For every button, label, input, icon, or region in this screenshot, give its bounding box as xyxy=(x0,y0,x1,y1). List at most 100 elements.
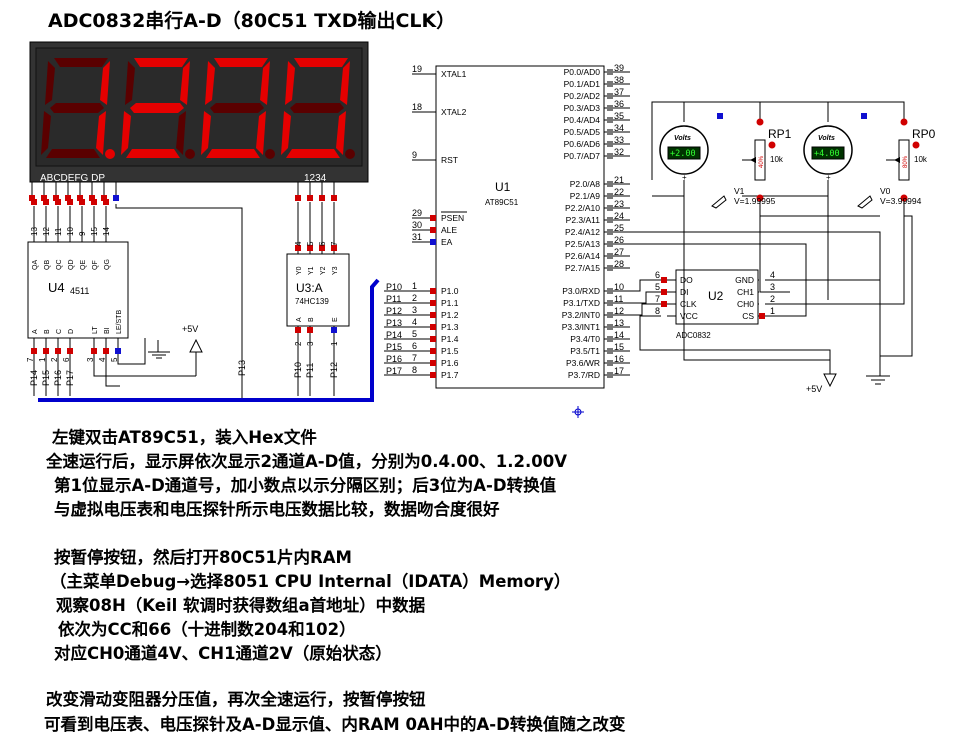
pin-name: P2.1/A9 xyxy=(570,191,601,201)
pin-name: P0.1/AD1 xyxy=(564,79,601,89)
voltmeter-reading: +2.00 xyxy=(670,149,696,159)
pin-number: 23 xyxy=(614,199,624,209)
pin-marker xyxy=(607,348,613,354)
pin-name: E xyxy=(332,317,339,322)
pin-number: 7 xyxy=(330,241,339,246)
wire xyxy=(630,231,881,376)
pin-number: 5 xyxy=(655,282,660,292)
u3-part: 74HC139 xyxy=(295,297,329,306)
net-label: P11 xyxy=(305,363,315,378)
pin-number: 4 xyxy=(294,241,303,246)
pin-name: CS xyxy=(742,311,754,321)
segment-e xyxy=(41,111,51,155)
vcc-arrow-icon xyxy=(823,373,837,388)
pin-marker xyxy=(607,288,613,294)
net-label: P14 xyxy=(386,330,402,340)
pin-name: P0.0/AD0 xyxy=(564,67,601,77)
supplies: +5V +5V xyxy=(144,324,890,418)
net-label: P17 xyxy=(386,366,402,376)
wire xyxy=(880,215,913,357)
pin-number: 37 xyxy=(614,87,624,97)
pin-number: 5 xyxy=(306,241,315,246)
pin-marker xyxy=(607,300,613,306)
pin-name: QC xyxy=(56,260,63,271)
pin-marker xyxy=(430,239,436,245)
pin-name: VCC xyxy=(680,311,698,321)
segment-c xyxy=(336,111,346,155)
pin-name: P0.5/AD5 xyxy=(564,127,601,137)
segment-a xyxy=(294,58,348,67)
note-line: 按暂停按钮，然后打开80C51片内RAM xyxy=(54,548,352,567)
u3-body xyxy=(286,253,350,327)
pin-marker xyxy=(607,217,613,223)
pin-number: 4 xyxy=(412,317,417,327)
pin-number: 2 xyxy=(294,341,303,346)
pin-name: B xyxy=(44,329,51,334)
segment-a xyxy=(134,58,188,67)
pin-marker xyxy=(41,195,47,201)
pin-marker xyxy=(67,348,73,354)
pin-name: P1.2 xyxy=(441,310,459,320)
pin-name: CH1 xyxy=(737,287,754,297)
pin-marker xyxy=(319,245,325,251)
wires: P13 xyxy=(93,101,913,400)
wire xyxy=(630,279,652,292)
probe-value: V=3.99994 xyxy=(880,196,922,206)
pin-name: P1.4 xyxy=(441,334,459,344)
net-label: P16 xyxy=(386,354,402,364)
pin-marker xyxy=(607,205,613,211)
pot-name: RP1 xyxy=(768,127,792,141)
voltmeter-screen xyxy=(667,146,701,160)
pin-name: Y3 xyxy=(332,266,339,275)
terminal-plus: + xyxy=(826,173,831,182)
pin-marker xyxy=(661,289,667,295)
p1-bus xyxy=(38,278,380,402)
u3-ref: U3:A xyxy=(296,281,323,295)
pin-marker xyxy=(53,195,59,201)
wire xyxy=(759,198,790,293)
probe-name: V1 xyxy=(734,186,745,196)
pin-marker xyxy=(607,105,613,111)
pin-name: P0.6/AD6 xyxy=(564,139,601,149)
note-line: 第1位显示A-D通道号，加小数点以示分隔区别；后3位为A-D转换值 xyxy=(54,476,557,495)
pin-name: P3.0/RXD xyxy=(562,286,600,296)
probe-name: V0 xyxy=(880,186,891,196)
pot-percent: 80% xyxy=(903,155,909,168)
pin-number: 18 xyxy=(412,102,422,112)
seven-seg-display: ABCDEFG DP 1234 xyxy=(29,41,369,184)
decimal-point xyxy=(265,149,275,159)
pin-marker xyxy=(759,313,765,319)
wire xyxy=(93,354,196,377)
net-label: P15 xyxy=(41,370,51,386)
pin-marker xyxy=(430,372,436,378)
pin-marker xyxy=(661,313,667,319)
pin-marker xyxy=(295,195,301,201)
pin-number: 7 xyxy=(26,357,35,362)
pin-name: P3.7/RD xyxy=(568,370,600,380)
pin-name: A xyxy=(32,329,39,334)
pin-marker xyxy=(295,327,301,333)
u4-body xyxy=(27,241,129,339)
segment-c xyxy=(176,111,186,155)
segment-e xyxy=(281,111,291,155)
pin-number: 39 xyxy=(614,63,624,73)
segment-c xyxy=(96,111,106,155)
pin-name: C xyxy=(56,329,63,334)
segment-f xyxy=(125,61,135,105)
pin-number: 4 xyxy=(98,357,107,362)
pin-marker xyxy=(103,199,109,205)
segment-d xyxy=(206,149,260,158)
pin-name: EA xyxy=(441,237,453,247)
pin-number: 7 xyxy=(412,353,417,363)
pin-name: RST xyxy=(441,155,458,165)
pin-number: 6 xyxy=(412,341,417,351)
digit-select-label: 1234 xyxy=(304,173,327,184)
pin-marker xyxy=(91,348,97,354)
pin-number: 1 xyxy=(38,357,47,362)
pin-number: 6 xyxy=(318,241,327,246)
wire xyxy=(790,198,905,305)
pin-marker xyxy=(77,195,83,201)
pin-number: 1 xyxy=(412,281,417,291)
